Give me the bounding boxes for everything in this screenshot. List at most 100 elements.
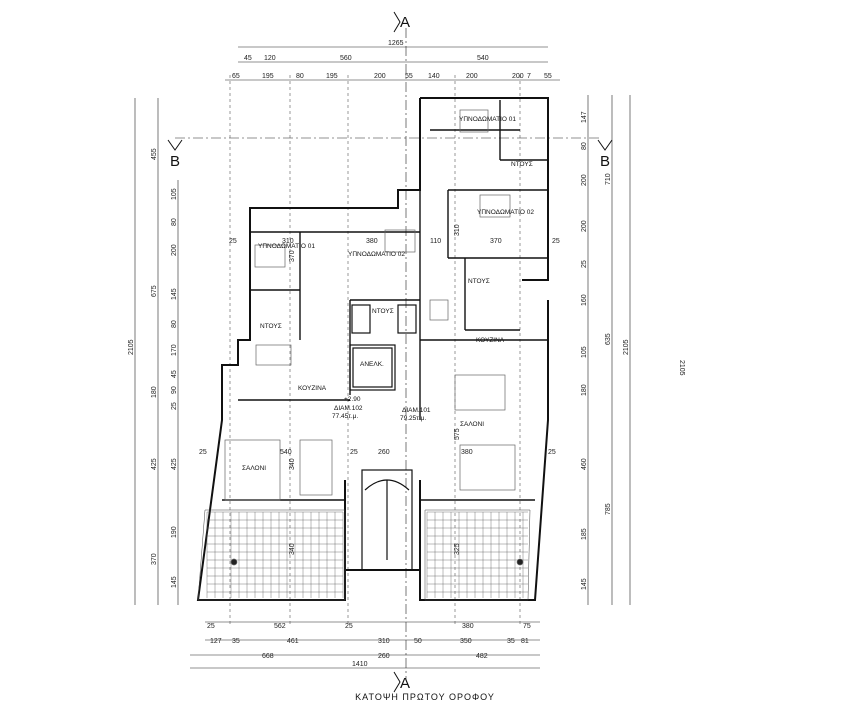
dim-left-i6: 45 bbox=[171, 370, 178, 378]
dim-bot-r1-1: 562 bbox=[274, 623, 286, 630]
section-a-top: A bbox=[400, 14, 410, 31]
dim-top-r2-1: 195 bbox=[262, 73, 274, 80]
dim-right-i9: 185 bbox=[581, 528, 588, 540]
room-wc-left: ΝΤΟΥΣ bbox=[260, 323, 282, 330]
room-kitchen-right: ΚΟΥΖΙΝΑ bbox=[476, 337, 505, 344]
apt-102-name: ΔΙΑΜ.102 bbox=[334, 405, 363, 412]
room-dim-15: 25 bbox=[199, 449, 207, 456]
section-b-left: B bbox=[170, 153, 180, 170]
room-dim-2: 110 bbox=[430, 238, 441, 245]
level-mark: +2.90 bbox=[344, 396, 361, 403]
dim-left-o3: 425 bbox=[151, 458, 158, 470]
dim-right-i5: 160 bbox=[581, 294, 588, 306]
dim-top-r1-1: 120 bbox=[264, 55, 276, 62]
dim-bot-r2-5: 350 bbox=[460, 638, 472, 645]
dim-bot-r2-7: 81 bbox=[521, 638, 529, 645]
dim-bot-r3-0: 668 bbox=[262, 653, 274, 660]
dim-left-i10: 190 bbox=[171, 526, 178, 538]
room-dim-0: 310 bbox=[282, 238, 294, 245]
dim-left-i4: 80 bbox=[171, 320, 178, 328]
dim-left-o0: 455 bbox=[151, 148, 158, 160]
room-dim-13: 260 bbox=[378, 449, 390, 456]
room-bedroom1-right: ΥΠΝΟΔΩΜΑΤΙΟ 01 bbox=[459, 116, 516, 123]
dim-left-i1: 80 bbox=[171, 218, 178, 226]
dim-top-r2-0: 65 bbox=[232, 73, 240, 80]
dim-left-i5: 170 bbox=[171, 344, 178, 356]
dim-left-o2: 180 bbox=[151, 386, 158, 398]
dim-top-r2-7: 200 bbox=[466, 73, 478, 80]
room-bedroom1-left: ΥΠΝΟΔΩΜΑΤΙΟ 01 bbox=[258, 243, 315, 250]
room-dim-9: 380 bbox=[461, 449, 473, 456]
dim-bot-r3-2: 482 bbox=[476, 653, 488, 660]
dim-top-r2-4: 200 bbox=[374, 73, 386, 80]
dim-top-r1-2: 560 bbox=[340, 55, 352, 62]
room-dim-3: 370 bbox=[490, 238, 502, 245]
room-dim-6: 310 bbox=[454, 224, 461, 236]
room-wc-middle: ΝΤΟΥΣ bbox=[372, 308, 394, 315]
apt-101-area: 79.25τ.μ. bbox=[400, 415, 426, 422]
room-dim-10: 575 bbox=[454, 428, 461, 440]
dim-top-r2-3: 195 bbox=[326, 73, 338, 80]
room-living-left: ΣΑΛΟΝΙ bbox=[242, 465, 266, 472]
dim-top-r1-0: 45 bbox=[244, 55, 252, 62]
dim-left-i3: 145 bbox=[171, 288, 178, 300]
dim-top-r2-6: 140 bbox=[428, 73, 440, 80]
dim-right-marker: 2105 bbox=[678, 360, 685, 376]
dim-right-i4: 25 bbox=[581, 260, 588, 268]
room-dim-14: 340 bbox=[289, 543, 296, 555]
room-dim-7: 370 bbox=[289, 250, 296, 262]
dim-right-total: 2105 bbox=[623, 339, 630, 355]
dim-left-i2: 200 bbox=[171, 244, 178, 256]
dim-bot-r2-4: 50 bbox=[414, 638, 422, 645]
drawing-title: ΚΑΤΟΨΗ ΠΡΩΤΟΥ ΟΡΟΦΟΥ bbox=[355, 692, 495, 702]
room-lift: ΑΝΕΛΚ. bbox=[360, 361, 384, 368]
dim-left-i0: 105 bbox=[171, 188, 178, 200]
room-dim-4: 25 bbox=[229, 238, 237, 245]
apt-101-name: ΔΙΑΜ.101 bbox=[402, 407, 431, 414]
dim-right-i2: 200 bbox=[581, 174, 588, 186]
room-wc-right-2: ΝΤΟΥΣ bbox=[511, 161, 533, 168]
dim-bot-r2-2: 461 bbox=[287, 638, 299, 645]
room-kitchen-left: ΚΟΥΖΙΝΑ bbox=[298, 385, 327, 392]
dim-bot-r1-4: 75 bbox=[523, 623, 531, 630]
dim-right-o0: 710 bbox=[605, 173, 612, 185]
section-b-right: B bbox=[600, 153, 610, 170]
room-dim-1: 380 bbox=[366, 238, 378, 245]
dim-top-r2-5: 55 bbox=[405, 73, 413, 80]
room-dim-8: 540 bbox=[280, 449, 292, 456]
room-bedroom2-right: ΥΠΝΟΔΩΜΑΤΙΟ 02 bbox=[477, 209, 534, 216]
dim-bot-r2-0: 127 bbox=[210, 638, 222, 645]
dim-right-i8: 460 bbox=[581, 458, 588, 470]
dim-right-i10: 145 bbox=[581, 578, 588, 590]
room-bedroom2-left: ΥΠΝΟΔΩΜΑΤΙΟ 02 bbox=[348, 251, 405, 258]
dim-right-o1: 635 bbox=[605, 333, 612, 345]
dim-bot-total: 1410 bbox=[352, 661, 368, 668]
dim-left-o1: 675 bbox=[151, 285, 158, 297]
dim-left-total: 2105 bbox=[128, 339, 135, 355]
dim-top-r2-8: 200 bbox=[512, 73, 524, 80]
dim-left-i8: 25 bbox=[171, 402, 178, 410]
dim-bot-r2-3: 310 bbox=[378, 638, 390, 645]
dim-bot-r2-6: 35 bbox=[507, 638, 515, 645]
dim-left-i7: 90 bbox=[171, 386, 178, 394]
dim-top-r2-10: 55 bbox=[544, 73, 552, 80]
dim-right-o2: 785 bbox=[605, 503, 612, 515]
dim-bot-r3-1: 260 bbox=[378, 653, 390, 660]
room-dim-5: 25 bbox=[552, 238, 560, 245]
room-wc-right-1: ΝΤΟΥΣ bbox=[468, 278, 490, 285]
dim-left-i9: 425 bbox=[171, 458, 178, 470]
dim-right-i6: 105 bbox=[581, 346, 588, 358]
apt-102-area: 77.45τ.μ. bbox=[332, 413, 358, 420]
dim-bot-r1-2: 25 bbox=[345, 623, 353, 630]
dim-bot-r1-0: 25 bbox=[207, 623, 215, 630]
dim-right-i1: 80 bbox=[581, 142, 588, 150]
room-dim-12: 325 bbox=[454, 543, 461, 555]
dim-right-i0: 147 bbox=[581, 111, 588, 123]
room-dim-11: 340 bbox=[289, 458, 296, 470]
section-a-bottom: A bbox=[400, 675, 410, 692]
room-dim-17: 25 bbox=[548, 449, 556, 456]
room-dim-16: 25 bbox=[350, 449, 358, 456]
room-living-right: ΣΑΛΟΝΙ bbox=[460, 421, 484, 428]
dim-bot-r1-3: 380 bbox=[462, 623, 474, 630]
